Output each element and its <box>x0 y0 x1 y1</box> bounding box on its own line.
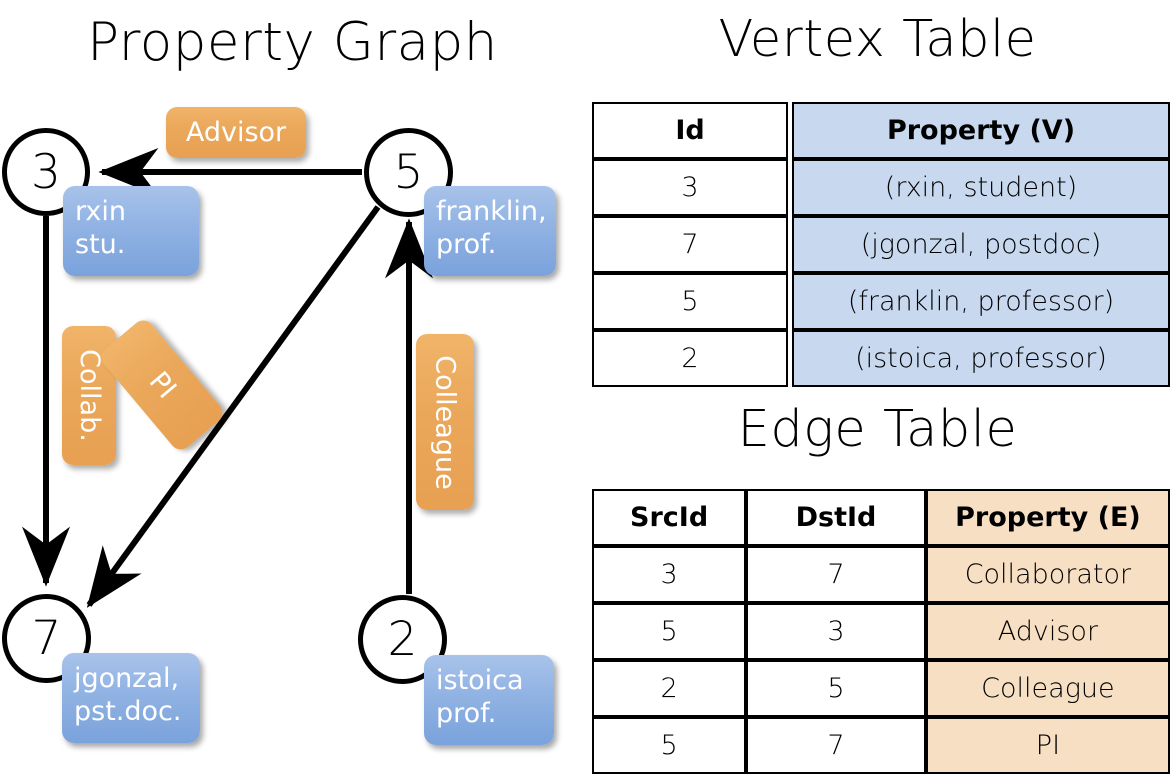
vertex-property-box-5[interactable]: franklin, prof. <box>424 186 556 276</box>
edge-table-header-srcid: SrcId <box>592 489 747 546</box>
table-row[interactable]: 7 (jgonzal, postdoc) <box>592 216 1170 273</box>
edge-row-2-src: 2 <box>592 660 747 717</box>
vertex-row-2-property: (franklin, professor) <box>792 273 1170 330</box>
vertex-property-box-3-line2: stu. <box>75 229 126 260</box>
vertex-row-3-property: (istoica, professor) <box>792 330 1170 387</box>
table-row[interactable]: 2 (istoica, professor) <box>592 330 1170 387</box>
page-title-vertex-table: Vertex Table <box>718 10 1037 69</box>
edge-label-advisor-text: Advisor <box>185 117 287 148</box>
edge-label-colleague-text: Colleague <box>429 354 461 490</box>
vertex-table-header-property: Property (V) <box>792 102 1170 159</box>
graph-node-2-label: 2 <box>387 612 418 667</box>
graph-node-5[interactable]: 5 <box>364 128 453 217</box>
graph-node-5-label: 5 <box>393 145 424 200</box>
vertex-row-0-id: 3 <box>592 159 788 216</box>
edge-row-3-src: 5 <box>592 717 747 774</box>
graph-node-3-label: 3 <box>31 144 61 200</box>
vertex-property-box-2-line1: istoica <box>436 665 524 696</box>
vertex-row-0-property: (rxin, student) <box>792 159 1170 216</box>
table-row[interactable]: 5 7 PI <box>592 717 1170 774</box>
edge-label-collab-text: Collab. <box>73 349 105 442</box>
vertex-table: Id Property (V) 3 (rxin, student) 7 (jgo… <box>592 102 1170 387</box>
edge-row-1-property: Advisor <box>925 603 1170 660</box>
vertex-property-box-2[interactable]: istoica prof. <box>424 655 554 745</box>
vertex-property-box-7-line1: jgonzal, <box>74 663 180 694</box>
edge-line-5-to-7 <box>86 205 381 608</box>
edge-table-header-row: SrcId DstId Property (E) <box>592 489 1170 546</box>
vertex-property-box-7-line2: pst.doc. <box>74 696 182 727</box>
edge-row-1-src: 5 <box>592 603 747 660</box>
table-row[interactable]: 5 3 Advisor <box>592 603 1170 660</box>
table-row[interactable]: 3 7 Collaborator <box>592 546 1170 603</box>
vertex-property-box-5-line2: prof. <box>436 229 497 260</box>
graph-edge-lines <box>22 148 433 608</box>
graph-node-2[interactable]: 2 <box>358 595 447 684</box>
vertex-row-2-id: 5 <box>592 273 788 330</box>
edge-label-pi-text: PI <box>142 365 182 405</box>
page-title-property-graph: Property Graph <box>87 12 498 73</box>
property-graph-diagram: 3 5 7 2 rxin stu. franklin, prof. jgonza… <box>0 0 585 760</box>
vertex-row-3-id: 2 <box>592 330 788 387</box>
edge-label-advisor[interactable]: Advisor <box>166 107 306 158</box>
edge-row-0-dst: 7 <box>746 546 926 603</box>
page-title-edge-table: Edge Table <box>737 400 1018 459</box>
vertex-property-box-3-line1: rxin <box>75 196 126 227</box>
table-row[interactable]: 3 (rxin, student) <box>592 159 1170 216</box>
edge-row-2-dst: 5 <box>746 660 926 717</box>
table-row[interactable]: 2 5 Colleague <box>592 660 1170 717</box>
edge-table-header-property: Property (E) <box>925 489 1170 546</box>
table-row[interactable]: 5 (franklin, professor) <box>592 273 1170 330</box>
edge-row-1-dst: 3 <box>746 603 926 660</box>
vertex-table-header-row: Id Property (V) <box>592 102 1170 159</box>
vertex-property-box-2-line2: prof. <box>436 698 497 729</box>
edge-row-2-property: Colleague <box>925 660 1170 717</box>
edge-label-colleague[interactable]: Colleague <box>416 334 474 510</box>
edge-row-3-property: PI <box>925 717 1170 774</box>
edge-row-0-src: 3 <box>592 546 747 603</box>
vertex-row-1-property: (jgonzal, postdoc) <box>792 216 1170 273</box>
graph-node-7-label: 7 <box>31 611 62 666</box>
vertex-property-box-5-line1: franklin, <box>436 196 547 227</box>
edge-row-0-property: Collaborator <box>925 546 1170 603</box>
vertex-row-1-id: 7 <box>592 216 788 273</box>
edge-row-3-dst: 7 <box>746 717 926 774</box>
vertex-property-box-7[interactable]: jgonzal, pst.doc. <box>62 653 200 743</box>
vertex-table-header-id: Id <box>592 102 788 159</box>
edge-table: SrcId DstId Property (E) 3 7 Collaborato… <box>592 489 1170 774</box>
edge-table-header-dstid: DstId <box>746 489 926 546</box>
vertex-property-box-3[interactable]: rxin stu. <box>63 186 199 276</box>
